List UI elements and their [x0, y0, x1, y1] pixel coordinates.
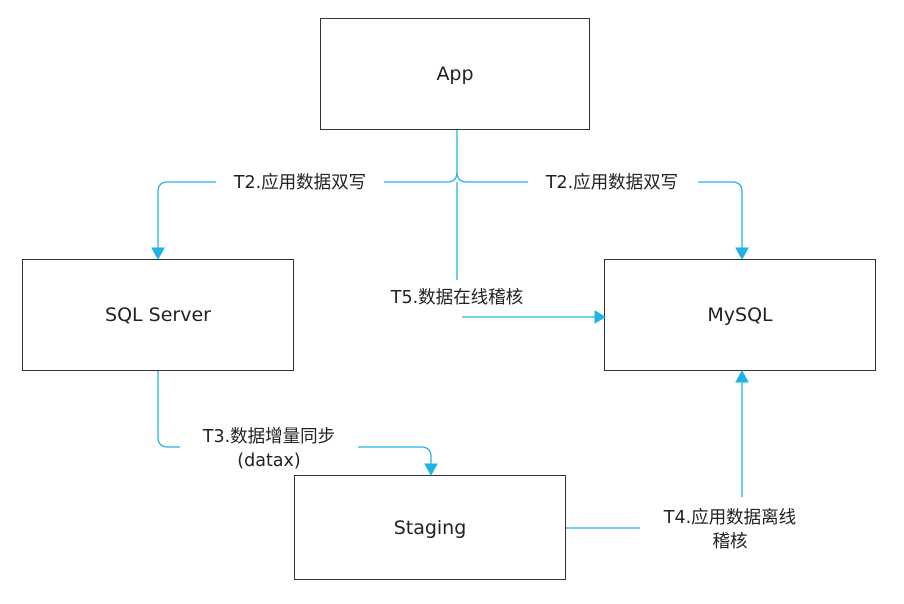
arrow-head [594, 310, 606, 324]
edge-online-audit: T5.数据在线稽核 [390, 182, 606, 324]
edge-label-t4-line2: 稽核 [713, 532, 748, 552]
edge-label-t4-line1: T4.应用数据离线 [663, 508, 796, 528]
edge-app-to-sqlserver: T2.应用数据双写 [151, 130, 458, 261]
node-app-label: App [436, 63, 473, 85]
edge-label-t3-line1: T3.数据增量同步 [202, 427, 335, 447]
node-mysql-label: MySQL [707, 304, 773, 326]
node-sqlserver-label: SQL Server [105, 304, 211, 326]
node-staging-label: Staging [394, 517, 467, 539]
edge-app-to-mysql: T2.应用数据双写 [456, 171, 749, 261]
edge-label-t5: T5.数据在线稽核 [390, 288, 523, 308]
edge-sqlserver-to-staging: T3.数据增量同步 (datax) [157, 371, 438, 477]
edge-label-t2-left: T2.应用数据双写 [233, 173, 366, 193]
edge-label-t3-line2: (datax) [237, 451, 300, 471]
node-staging[interactable]: Staging [294, 475, 566, 580]
arrow-head [735, 369, 749, 383]
arrow-head [424, 463, 438, 477]
node-mysql[interactable]: MySQL [604, 259, 876, 371]
edge-label-t2-right: T2.应用数据双写 [545, 173, 678, 193]
arrow-head [735, 247, 749, 261]
edge-staging-to-mysql: T4.应用数据离线 稽核 [566, 369, 796, 552]
node-sqlserver[interactable]: SQL Server [22, 259, 294, 371]
arrow-head [151, 247, 165, 261]
node-app[interactable]: App [320, 18, 590, 130]
